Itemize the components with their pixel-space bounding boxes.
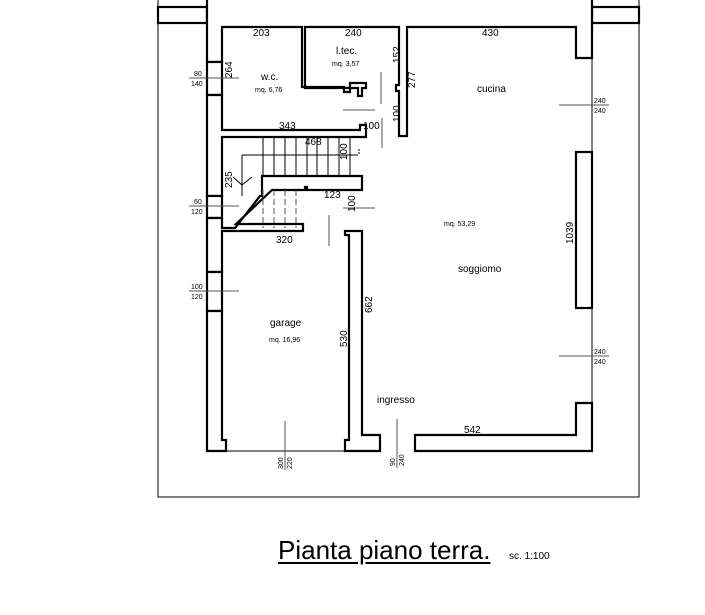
upper-wall-left <box>156 5 209 25</box>
wall-bottom <box>413 401 594 453</box>
room-area-garage: mq. 16,96 <box>269 337 300 344</box>
room-name-cucina: cucina <box>477 84 506 95</box>
room-name-ingresso: ingresso <box>377 395 415 406</box>
dimension-label: 100 <box>339 143 350 160</box>
dimension-label: 277 <box>407 71 418 88</box>
wall-stairs <box>205 174 364 274</box>
opening-label: 60 <box>194 199 202 206</box>
opening-label: 120 <box>191 209 203 216</box>
dimension-label: 430 <box>482 28 499 39</box>
dimension-label: 530 <box>339 330 350 347</box>
room-labels: w.c. mq. 6,76 l.tec. mq. 3,57 cucina mq.… <box>255 46 506 406</box>
wall-garage-left <box>205 309 228 453</box>
opening-label: 220 <box>287 457 294 469</box>
sheet-frame <box>157 0 640 498</box>
room-name-soggiorno: soggiomo <box>458 264 502 275</box>
opening-label: 240 <box>399 454 406 466</box>
outer-walls-top <box>205 0 594 138</box>
opening-label: 80 <box>194 71 202 78</box>
opening-label: 240 <box>594 359 606 366</box>
opening-label: 140 <box>191 81 203 88</box>
opening-label: 90 <box>390 458 397 466</box>
dimension-label: 1039 <box>565 221 576 244</box>
stairs <box>232 137 360 228</box>
opening-labels: 80 140 60 120 100 120 240 240 240 240 30… <box>191 71 606 469</box>
upper-wall-right <box>590 5 641 25</box>
wall-garage-right <box>343 229 382 453</box>
opening-label: 240 <box>594 349 606 356</box>
opening-label: 120 <box>191 294 203 301</box>
dimension-label: 468 <box>305 137 322 148</box>
room-area-soggiorno: mq. 53,29 <box>444 221 475 228</box>
window-stairs <box>205 194 224 220</box>
opening-label: 100 <box>191 284 203 291</box>
drawing-title: Pianta piano terra. <box>278 535 491 565</box>
dimension-label: 542 <box>464 425 481 436</box>
dimension-label: 320 <box>276 235 293 246</box>
room-area-ltec: mq. 3,57 <box>332 61 359 68</box>
dimension-label: 100 <box>363 121 380 132</box>
opening-label: 240 <box>594 98 606 105</box>
room-name-garage: garage <box>270 318 302 329</box>
window-soggiorno <box>574 150 594 310</box>
dimension-label: 123 <box>324 190 341 201</box>
opening-lines <box>189 72 609 470</box>
dimension-label: 203 <box>253 28 270 39</box>
dimension-label: 264 <box>224 61 235 78</box>
dimension-label: 240 <box>345 28 362 39</box>
room-name-wc: w.c. <box>260 72 278 83</box>
dimension-label: 100 <box>392 105 403 122</box>
drawing-scale: sc. 1:100 <box>509 551 550 562</box>
dimension-label: 152 <box>392 46 403 63</box>
dimension-label: 343 <box>279 121 296 132</box>
room-area-wc: mq. 6,76 <box>255 87 282 94</box>
opening-label: 300 <box>278 457 285 469</box>
dimension-label: 662 <box>364 296 375 313</box>
dimension-label: 100 <box>347 195 358 212</box>
room-name-ltec: l.tec. <box>336 46 357 57</box>
opening-label: 240 <box>594 108 606 115</box>
dimension-label: 235 <box>224 171 235 188</box>
dimensions: 203 240 430 343 100 468 123 320 542 264 … <box>224 28 576 436</box>
